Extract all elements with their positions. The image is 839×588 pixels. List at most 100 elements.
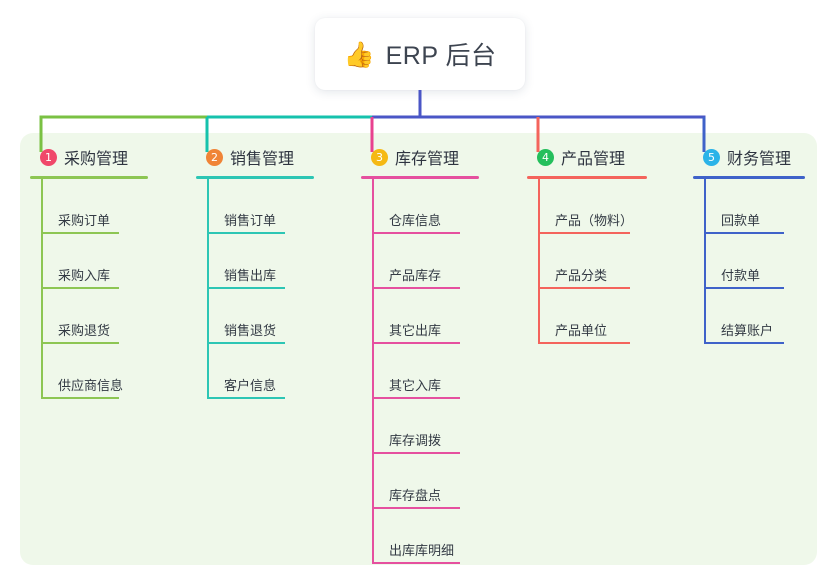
branch-item-underline [372, 507, 460, 509]
branch-spine [704, 179, 706, 344]
branch-item-list: 销售订单销售出库销售退货客户信息 [196, 179, 314, 399]
branch-title: 产品管理 [561, 151, 626, 168]
branch-number-badge: 2 [206, 148, 223, 166]
branch-item-label: 结算账户 [721, 323, 774, 338]
branch-item-underline [207, 342, 285, 344]
branch-item-label: 产品库存 [389, 268, 442, 283]
branch-column-5: 5 财务管理回款单付款单结算账户 [693, 145, 805, 344]
branch-item-underline [41, 342, 119, 344]
branch-header-underline [30, 176, 148, 179]
branch-item-label: 其它出库 [389, 323, 442, 338]
branch-item[interactable]: 采购订单 [30, 179, 148, 234]
branch-item-underline [704, 232, 784, 234]
branch-header-4[interactable]: 4 产品管理 [527, 145, 647, 169]
branch-item-underline [207, 397, 285, 399]
branch-item[interactable]: 库存调拨 [361, 399, 479, 454]
branch-item[interactable]: 付款单 [693, 234, 805, 289]
branch-item[interactable]: 其它出库 [361, 289, 479, 344]
branch-item-underline [538, 287, 630, 289]
branch-item[interactable]: 仓库信息 [361, 179, 479, 234]
branch-title: 销售管理 [230, 151, 295, 168]
branch-spine [538, 179, 540, 344]
branch-item[interactable]: 产品库存 [361, 234, 479, 289]
branch-item[interactable]: 其它入库 [361, 344, 479, 399]
branch-item[interactable]: 销售退货 [196, 289, 314, 344]
branch-number-badge: 4 [537, 148, 554, 166]
branch-spine [41, 179, 43, 399]
branch-item[interactable]: 销售订单 [196, 179, 314, 234]
branch-item-list: 仓库信息产品库存其它出库其它入库库存调拨库存盘点出库库明细 [361, 179, 479, 564]
branch-item[interactable]: 结算账户 [693, 289, 805, 344]
branch-item[interactable]: 客户信息 [196, 344, 314, 399]
branch-header-underline [196, 176, 314, 179]
branch-item-label: 付款单 [721, 268, 761, 283]
branch-number-badge: 5 [703, 148, 720, 166]
branch-header-2[interactable]: 2 销售管理 [196, 145, 314, 169]
branch-header-1[interactable]: 1 采购管理 [30, 145, 148, 169]
branch-item-underline [372, 562, 460, 564]
branch-spine [207, 179, 209, 399]
branch-item-label: 产品（物料） [555, 213, 634, 228]
branch-item-label: 供应商信息 [58, 378, 124, 393]
branch-item-underline [41, 397, 119, 399]
branch-item[interactable]: 库存盘点 [361, 454, 479, 509]
branch-item-label: 回款单 [721, 213, 761, 228]
branch-header-5[interactable]: 5 财务管理 [693, 145, 805, 169]
branch-item-underline [41, 287, 119, 289]
branch-item-label: 客户信息 [224, 378, 277, 393]
branch-title: 库存管理 [395, 151, 460, 168]
branch-title: 采购管理 [64, 151, 129, 168]
branch-item-list: 产品（物料） 产品分类产品单位 [527, 179, 647, 344]
branch-item-label: 采购入库 [58, 268, 111, 283]
branch-item-label: 仓库信息 [389, 213, 442, 228]
branch-item-label: 库存调拨 [389, 433, 442, 448]
branch-number-badge: 3 [371, 148, 388, 166]
root-node-title: ERP 后台 [385, 42, 497, 70]
branch-header-3[interactable]: 3 库存管理 [361, 145, 479, 169]
branch-item-underline [538, 232, 630, 234]
branch-item[interactable]: 产品单位 [527, 289, 647, 344]
branch-item-label: 库存盘点 [389, 488, 442, 503]
branch-item-underline [704, 287, 784, 289]
branch-number-badge: 1 [40, 148, 57, 166]
branch-item-underline [372, 342, 460, 344]
branch-column-2: 2 销售管理销售订单销售出库销售退货客户信息 [196, 145, 314, 399]
branch-item-underline [372, 397, 460, 399]
branch-item[interactable]: 采购退货 [30, 289, 148, 344]
branch-item[interactable]: 销售出库 [196, 234, 314, 289]
branch-item-list: 采购订单采购入库采购退货供应商信息 [30, 179, 148, 399]
branch-column-3: 3 库存管理仓库信息产品库存其它出库其它入库库存调拨库存盘点出库库明细 [361, 145, 479, 564]
branch-item-underline [372, 287, 460, 289]
branch-item[interactable]: 产品（物料） [527, 179, 647, 234]
thumbs-up-icon: 👍 [343, 39, 375, 69]
branch-item-underline [207, 232, 285, 234]
branches-panel [20, 133, 817, 565]
branch-item-underline [41, 232, 119, 234]
branch-spine [372, 179, 374, 564]
branch-item-underline [538, 342, 630, 344]
branch-item-underline [372, 452, 460, 454]
branch-item-label: 产品分类 [555, 268, 608, 283]
branch-item-list: 回款单付款单结算账户 [693, 179, 805, 344]
branch-item[interactable]: 采购入库 [30, 234, 148, 289]
branch-column-1: 1 采购管理采购订单采购入库采购退货供应商信息 [30, 145, 148, 399]
branch-item-label: 采购退货 [58, 323, 111, 338]
branch-item[interactable]: 供应商信息 [30, 344, 148, 399]
root-node-erp-backend[interactable]: 👍 ERP 后台 [315, 18, 525, 90]
branch-item-underline [207, 287, 285, 289]
branch-item-underline [704, 342, 784, 344]
branch-item[interactable]: 产品分类 [527, 234, 647, 289]
branch-item[interactable]: 回款单 [693, 179, 805, 234]
branch-item-label: 其它入库 [389, 378, 442, 393]
branch-item-underline [372, 232, 460, 234]
branch-item-label: 产品单位 [555, 323, 608, 338]
branch-title: 财务管理 [727, 151, 792, 168]
branch-header-underline [527, 176, 647, 179]
branch-item-label: 销售订单 [224, 213, 277, 228]
branch-item-label: 出库库明细 [389, 543, 455, 558]
root-node-content: 👍 ERP 后台 [343, 36, 496, 72]
branch-item-label: 销售出库 [224, 268, 277, 283]
branch-item[interactable]: 出库库明细 [361, 509, 479, 564]
branch-column-4: 4 产品管理产品（物料） 产品分类产品单位 [527, 145, 647, 344]
